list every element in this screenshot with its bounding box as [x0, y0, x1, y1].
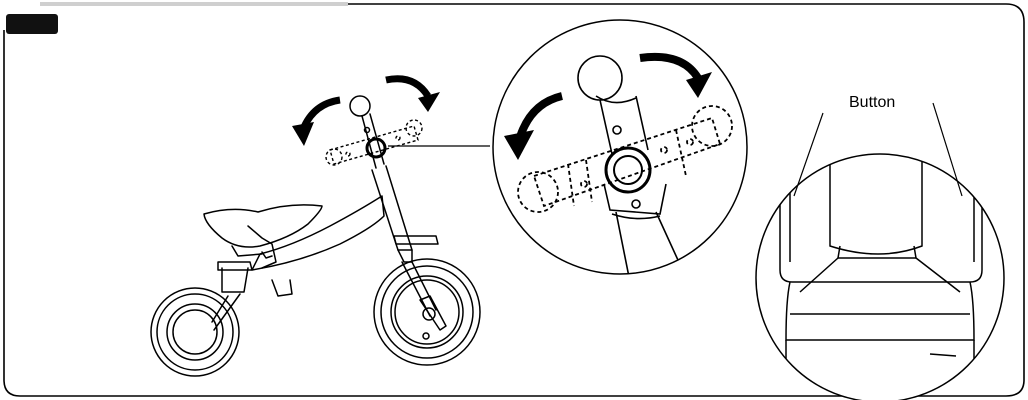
rotate-left-arrow-icon — [292, 96, 341, 146]
main-frame — [251, 195, 385, 271]
rotate-right-arrow-icon — [639, 52, 712, 98]
rotate-left-arrow-icon — [504, 92, 564, 160]
header-bar — [40, 2, 348, 6]
rear-wheel — [150, 287, 240, 377]
button-callout-label: Button — [849, 94, 896, 111]
front-wheel — [373, 258, 481, 366]
rear-stay — [221, 267, 249, 293]
handlebar-detail-circle — [492, 19, 748, 275]
handlebar-dashed — [325, 119, 423, 166]
head-tube — [371, 165, 413, 251]
seat-post — [247, 225, 277, 269]
button-detail-circle — [755, 102, 1005, 400]
balance-bike-illustration — [150, 95, 481, 377]
button-leader-left — [793, 112, 824, 197]
rotate-right-arrow-icon — [385, 75, 440, 112]
button-leader-right — [932, 102, 963, 197]
panel-frame — [3, 3, 1025, 397]
section-tab — [6, 14, 58, 34]
saddle — [203, 204, 323, 248]
clamp — [365, 137, 387, 159]
